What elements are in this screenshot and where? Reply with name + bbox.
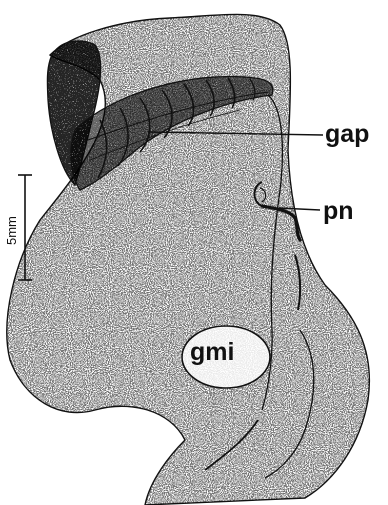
pn-label: pn bbox=[323, 197, 354, 225]
gmi-label: gmi bbox=[190, 338, 234, 366]
scale-bar-label: 5mm bbox=[4, 216, 19, 245]
gap-label: gap bbox=[325, 120, 369, 148]
